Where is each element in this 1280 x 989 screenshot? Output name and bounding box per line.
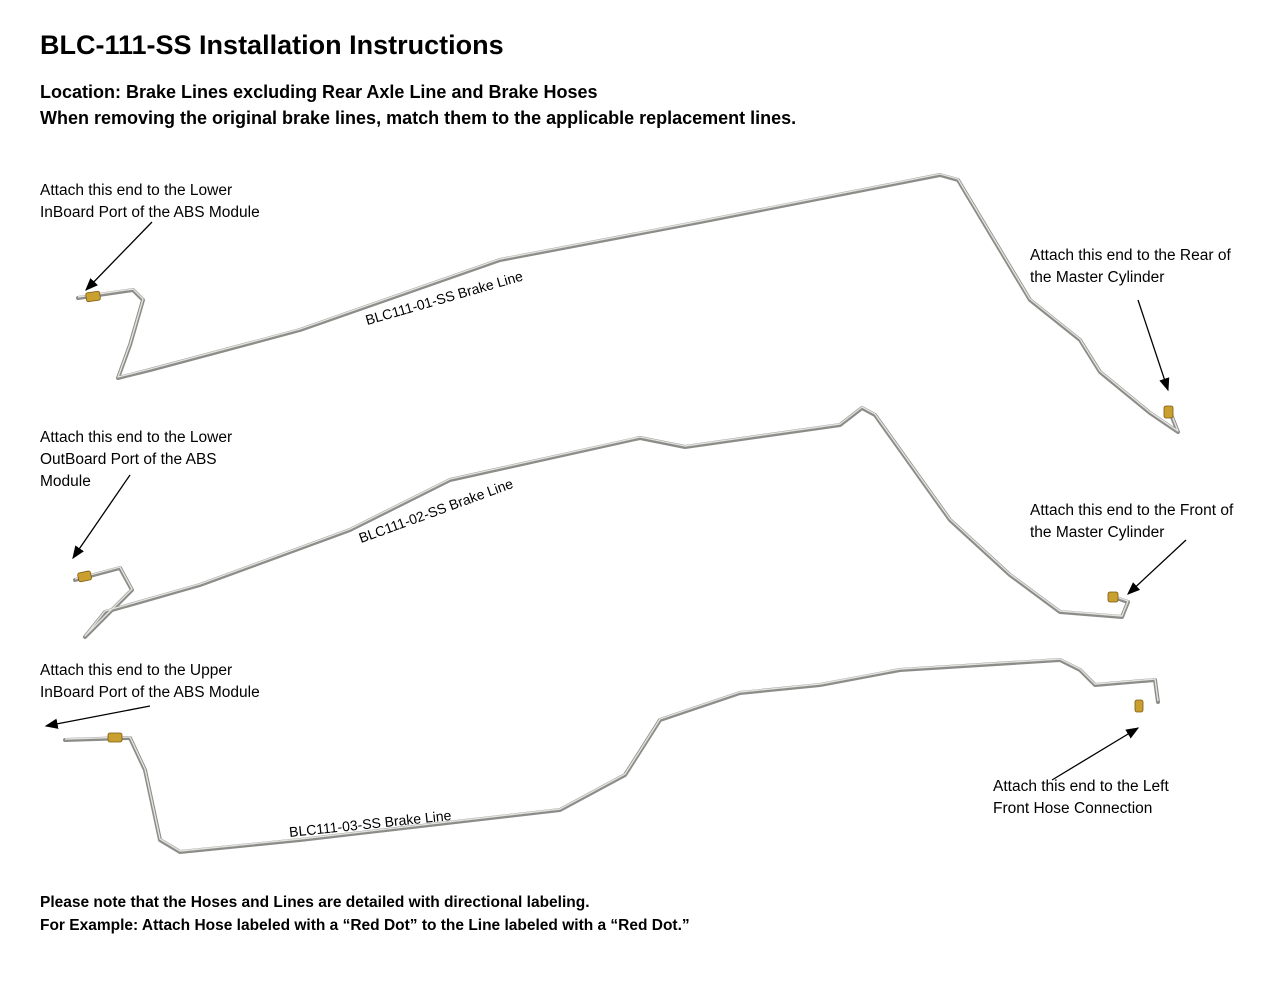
line-02-end-note: Attach this end to the Front of the Mast… [1030,500,1233,544]
arrow-line-01-end [1137,299,1170,392]
note-text: Front Hose Connection [993,800,1153,817]
arrow-line-03-end [1051,727,1140,781]
footer-example: For Example: Attach Hose labeled with a … [40,917,690,934]
line-01-start-note: Attach this end to the Lower InBoard Por… [40,180,260,224]
note-text: the Master Cylinder [1030,269,1165,286]
line-01-end-note: Attach this end to the Rear of the Maste… [1030,245,1231,289]
note-text: Attach this end to the Front of [1030,502,1234,519]
brake-line-01 [76,173,1180,434]
note-text: Attach this end to the Upper [40,662,233,679]
footer-note: Please note that the Hoses and Lines are… [40,894,590,911]
note-text: InBoard Port of the ABS Module [40,204,260,221]
arrow-line-01-start [85,221,153,291]
line-02-start-note: Attach this end to the Lower OutBoard Po… [40,427,232,493]
arrow-line-02-start [72,474,131,560]
note-text: InBoard Port of the ABS Module [40,684,260,701]
arrow-line-03-start [44,705,151,729]
note-text: OutBoard Port of the ABS [40,451,217,468]
note-text: Attach this end to the Lower [40,429,233,446]
location-text: Location: Brake Lines excluding Rear Axl… [40,82,598,102]
instruction-text: When removing the original brake lines, … [40,108,797,128]
line-03-end-note: Attach this end to the Left Front Hose C… [993,776,1169,820]
note-text: the Master Cylinder [1030,524,1165,541]
brake-line-03 [63,658,1160,854]
arrow-line-02-end [1127,539,1187,595]
note-text: Attach this end to the Lower [40,182,233,199]
page-title: BLC-111-SS Installation Instructions [40,30,504,60]
note-text: Attach this end to the Left [993,778,1169,795]
note-text: Module [40,473,91,490]
note-text: Attach this end to the Rear of [1030,247,1231,264]
line-03-start-note: Attach this end to the Upper InBoard Por… [40,660,260,704]
brake-line-02 [73,406,1130,639]
